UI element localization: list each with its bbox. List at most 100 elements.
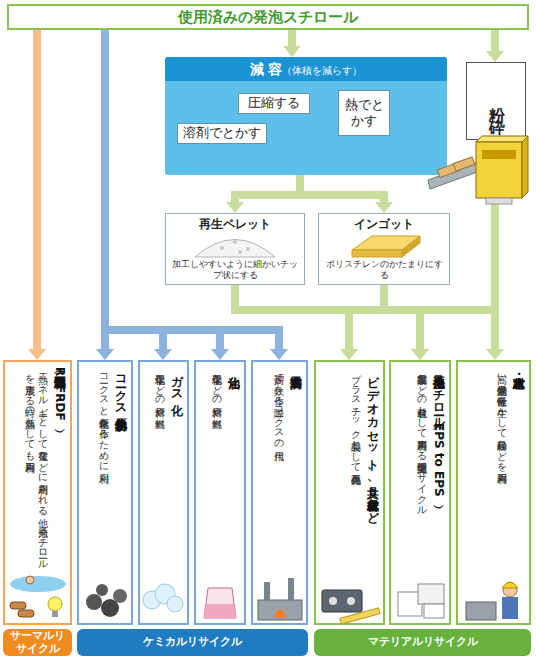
flow-arrow xyxy=(105,30,172,360)
ruler xyxy=(340,608,380,624)
gas-cloud xyxy=(143,591,161,609)
ingot-front xyxy=(352,250,402,257)
fire xyxy=(274,609,286,618)
node-heading: 溶剤でとかす xyxy=(183,125,261,141)
use-column: 油化化学工場などの原料や燃料 xyxy=(194,360,246,625)
building-block xyxy=(466,602,496,620)
reel xyxy=(347,597,355,605)
flow-arrow xyxy=(340,285,384,360)
use-column: 再生発泡スチロール（EPS to EPS）家電製品などの包装材として再利用する完… xyxy=(389,360,451,625)
machine-side xyxy=(522,136,528,198)
node-heading: 再生発泡スチロール（EPS to EPS） xyxy=(430,367,446,573)
pellet xyxy=(220,246,224,250)
node-body: 高炉で鉄を作る際コークスの代用 xyxy=(272,367,285,573)
node-body: 加工しやすいように細かいチップ状にする xyxy=(169,259,301,281)
use-column: 固形燃料（RPF・RDF）熱エネルギーとして発電などに利用される他、発泡スチロー… xyxy=(3,360,72,625)
fuel-illustration xyxy=(10,576,66,617)
cassette-illustration xyxy=(322,590,380,624)
node-heading: コークス炉化学原料化 xyxy=(112,367,128,573)
worker-illustration xyxy=(466,582,518,620)
node-heading: 建材・土木 xyxy=(510,367,526,573)
arrow-head xyxy=(340,349,358,360)
arrow-head xyxy=(340,349,358,360)
log xyxy=(453,157,475,171)
crusher-box: 粉砕 xyxy=(466,62,526,140)
flow-line xyxy=(349,285,384,349)
crushed-output xyxy=(486,198,512,204)
gas-cloud xyxy=(167,596,183,612)
arrow-head xyxy=(486,51,504,62)
arrow-head xyxy=(211,349,229,360)
crusher-illustration xyxy=(428,136,528,204)
ingot-illustration xyxy=(352,236,420,257)
node-body: プラスチック製品として再商品化 xyxy=(349,367,362,573)
furnace-illustration xyxy=(258,578,302,620)
process-panel: 減 容（体積を減らす）圧縮する熱でとかす溶剤でとかす xyxy=(165,57,447,175)
category-band: サーマルリサイクル xyxy=(3,629,72,656)
category-band: マテリアルリサイクル xyxy=(314,629,531,656)
use-column: 高炉還元高炉で鉄を作る際コークスの代用 xyxy=(251,360,308,625)
coke-lump xyxy=(86,594,102,610)
use-column: コークス炉化学原料化コークスと化学原料を作るために利用 xyxy=(77,360,133,625)
node-heading: ガス化 xyxy=(168,367,184,573)
worker-body xyxy=(502,597,518,619)
flow-line xyxy=(235,175,300,202)
flow-line xyxy=(235,285,420,349)
process-box: 圧縮する xyxy=(238,93,310,114)
oil xyxy=(204,604,236,618)
node-heading: 圧縮する xyxy=(248,95,300,111)
node-body: ポリスチレンのかたまりにする xyxy=(322,259,446,281)
machine-top xyxy=(476,136,528,142)
gas-illustration xyxy=(143,584,183,612)
node-heading: ケミカルリサイクル xyxy=(143,636,242,649)
node-heading: インゴット xyxy=(319,216,449,233)
gas-cloud xyxy=(155,584,175,604)
chimney xyxy=(264,582,270,600)
machine-slot xyxy=(482,150,516,159)
pellet-illustration xyxy=(195,240,275,258)
flow-arrow xyxy=(486,140,504,360)
flow-arrow xyxy=(283,30,301,57)
flow-arrow xyxy=(235,285,358,360)
flow-line xyxy=(384,285,420,349)
pellet xyxy=(233,240,237,244)
log xyxy=(437,162,460,177)
node-body: 家電製品などの包装材として再利用する完全循環型リサイクル xyxy=(415,367,428,573)
arrow-head xyxy=(411,349,429,360)
ingot-top xyxy=(352,236,420,250)
pellet xyxy=(246,247,250,251)
flow-line xyxy=(33,30,41,349)
flow-arrow xyxy=(486,30,504,62)
node-body: 高い保温効果や軽量性を生かして粉砕品などを再利用 xyxy=(495,367,508,573)
fuel-pellet xyxy=(18,610,34,617)
arrow-head xyxy=(486,349,504,360)
flow-line xyxy=(300,175,384,202)
factory xyxy=(258,600,302,620)
machine-body xyxy=(476,142,522,198)
chimney xyxy=(288,578,294,600)
category-band: ケミカルリサイクル xyxy=(77,629,308,656)
node-heading: 固形燃料（RPF・RDF） xyxy=(51,367,67,573)
header-bar: 減 容（体積を減らす） xyxy=(165,57,447,81)
product-box: インゴットポリスチレンのかたまりにする xyxy=(318,213,450,285)
reel xyxy=(329,597,337,605)
arrow-head xyxy=(96,349,114,360)
video-cassette xyxy=(322,590,362,612)
node-heading: ビデオカセット、文具、合成木材など xyxy=(364,367,380,573)
flow-arrow xyxy=(28,30,46,360)
coke-lump xyxy=(101,599,119,617)
use-column: 建材・土木高い保温効果や軽量性を生かして粉砕品などを再利用 xyxy=(456,360,531,625)
arrow-head xyxy=(411,349,429,360)
light-bulb xyxy=(48,597,62,611)
node-body: 熱エネルギーとして発電などに利用される他、発泡スチロールを成形する時の熱源として… xyxy=(23,367,49,573)
node-heading: 再生ペレット xyxy=(166,216,304,233)
coke-lump xyxy=(96,584,108,596)
foam-package xyxy=(418,584,444,604)
flow-line xyxy=(288,30,296,46)
helmet xyxy=(502,582,518,588)
package-illustration xyxy=(398,584,444,618)
flow-arrow xyxy=(235,285,429,360)
swimmer xyxy=(26,576,34,584)
arrow-head xyxy=(411,349,429,360)
node-body: 化学工場などの原料や燃料 xyxy=(210,367,223,573)
